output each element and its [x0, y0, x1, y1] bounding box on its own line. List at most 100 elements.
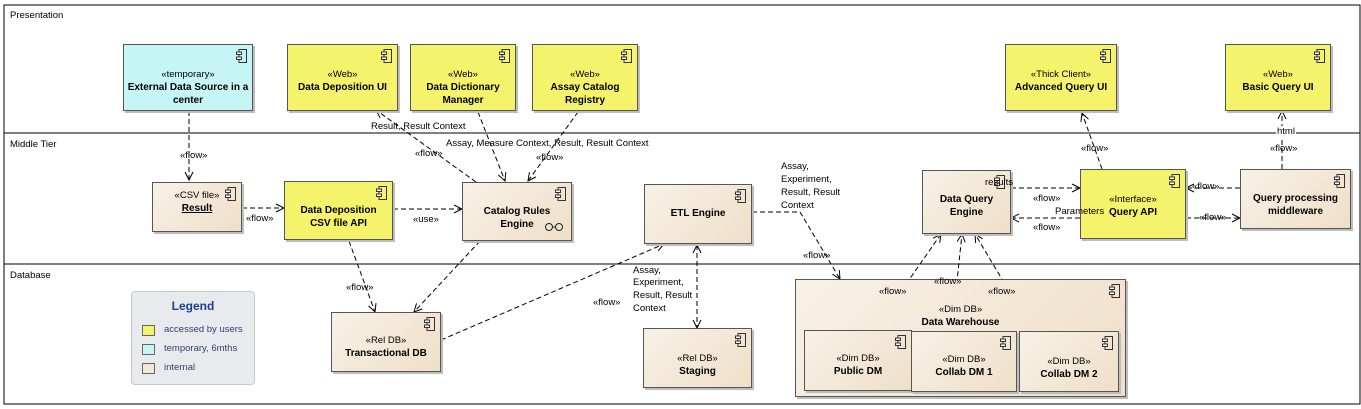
component-icon: [994, 175, 1005, 189]
component-icon: [1109, 284, 1120, 298]
label-assay-measure-context: Assay, Measure Context, Result, Result C…: [446, 138, 649, 149]
component-query-processing-middleware[interactable]: Query processing middleware: [1240, 169, 1351, 229]
stereotype: «Thick Client»: [1030, 69, 1092, 80]
component-name: External Data Source in a center: [127, 82, 249, 106]
label-flow-dq-api: «flow»: [1033, 193, 1061, 204]
stereotype: «Dim DB»: [942, 354, 986, 365]
component-name: Public DM: [833, 366, 883, 377]
stereotype: «Web»: [570, 69, 600, 80]
component-name: Basic Query UI: [1242, 82, 1314, 93]
component-icon: [424, 317, 435, 331]
ring-link-icon: [545, 223, 563, 231]
component-name: Staging: [679, 366, 716, 377]
component-icon: [555, 187, 566, 201]
label-flow-api-mw: «flow»: [1199, 212, 1227, 223]
component-public-dm[interactable]: «Dim DB» Public DM: [804, 330, 912, 391]
component-icon: [735, 189, 746, 203]
component-external-data-source[interactable]: «temporary» External Data Source in a ce…: [123, 44, 253, 111]
lane-label-middle-tier: Middle Tier: [10, 139, 57, 150]
label-flow-api-transdb: «flow»: [346, 282, 374, 293]
component-icon: [1334, 174, 1345, 188]
component-icon: [895, 335, 906, 349]
component-etl-engine[interactable]: ETL Engine: [644, 184, 752, 244]
legend-swatch-users: [142, 325, 155, 336]
legend-label-temporary: temporary, 6mths: [164, 343, 238, 354]
component-catalog-rules-engine[interactable]: Catalog Rules Engine: [462, 182, 572, 241]
label-flow-api-advui: «flow»: [1081, 143, 1109, 154]
lane-label-database: Database: [10, 270, 51, 281]
label-etl-in-3: Result, Result: [633, 290, 693, 301]
legend-title: Legend: [171, 299, 215, 313]
label-etl-in-1: Assay,: [633, 265, 661, 276]
component-icon: [236, 49, 247, 63]
label-flow-public-dq: «flow»: [879, 286, 907, 297]
stereotype: «Web»: [327, 69, 358, 80]
component-collab-dm-2[interactable]: «Dim DB» Collab DM 2: [1019, 331, 1119, 392]
swimlane-border: [3, 4, 1361, 405]
label-flow-mw-basicui: «flow»: [1270, 143, 1298, 154]
component-data-deposition-ui[interactable]: «Web» Data Deposition UI: [287, 44, 398, 111]
legend: Legend accessed by users temporary, 6mth…: [131, 291, 255, 385]
label-etl-in-4: Context: [633, 303, 666, 314]
legend-label-internal: internal: [164, 362, 196, 373]
component-transactional-db[interactable]: «Rel DB» Transactional DB: [331, 312, 441, 372]
component-name: Result: [181, 203, 213, 214]
stereotype: «Web»: [448, 69, 478, 80]
flow-etl-to-warehouse: [752, 211, 840, 279]
component-data-query-engine[interactable]: Data Query Engine: [922, 170, 1011, 234]
component-name: Advanced Query UI: [1014, 82, 1108, 93]
component-name: Data Deposition UI: [298, 82, 387, 93]
label-flow-csv-api: «flow»: [246, 213, 274, 224]
component-assay-catalog-registry[interactable]: «Web» Assay Catalog Registry: [532, 44, 638, 111]
label-flow-mw-api: «flow»: [1192, 181, 1220, 192]
label-etl-out-3: Result, Result: [781, 187, 841, 198]
component-icon: [735, 333, 746, 347]
label-flow-api-dq: «flow»: [1033, 222, 1061, 233]
legend-swatch-internal: [142, 363, 155, 374]
component-name: Transactional DB: [345, 348, 427, 359]
component-data-dictionary-manager[interactable]: «Web» Data Dictionary Manager: [410, 44, 516, 111]
component-icon: [1314, 49, 1325, 63]
stereotype: «temporary»: [161, 69, 215, 80]
component-collab-dm-1[interactable]: «Dim DB» Collab DM 1: [911, 331, 1017, 392]
component-basic-query-ui[interactable]: «Web» Basic Query UI: [1225, 44, 1331, 111]
stereotype: «Interface»: [1109, 194, 1157, 205]
flow-dict-to-rules: [477, 111, 505, 181]
flow-api-to-advui: [1082, 113, 1103, 170]
label-etl-out-1: Assay,: [781, 161, 809, 172]
label-flow-rules-depui: «flow»: [415, 148, 443, 159]
component-staging[interactable]: «Rel DB» Staging: [643, 328, 752, 388]
flow-rules-to-depui: [376, 110, 477, 183]
component-name: Query API: [1109, 207, 1157, 218]
stereotype: «Dim DB»: [836, 353, 880, 364]
component-icon: [381, 49, 392, 63]
flow-assay-to-rules: [528, 111, 579, 181]
component-query-api[interactable]: «Interface» Query API: [1080, 169, 1186, 239]
component-icon: [1100, 49, 1111, 63]
stereotype: «Rel DB»: [365, 335, 407, 346]
label-use: «use»: [413, 214, 439, 225]
component-icon: [225, 187, 236, 201]
component-advanced-query-ui[interactable]: «Thick Client» Advanced Query UI: [1005, 44, 1117, 111]
component-icon: [1169, 174, 1180, 188]
legend-label-users: accessed by users: [164, 324, 243, 335]
stereotype: «Dim DB»: [938, 304, 983, 315]
component-name: ETL Engine: [670, 208, 726, 219]
stereotype: «Dim DB»: [1047, 356, 1091, 367]
stereotype: «Web»: [1263, 69, 1293, 80]
component-csv-result[interactable]: «CSV file» Result: [152, 182, 242, 232]
component-name: Data Warehouse: [921, 317, 1000, 328]
component-name: Data Deposition CSV file API: [300, 205, 377, 229]
component-icon: [621, 49, 632, 63]
label-etl-out-4: Context: [781, 200, 814, 211]
component-name: Data Dictionary Manager: [426, 82, 500, 106]
component-name: Data Query Engine: [939, 194, 994, 218]
legend-swatch-temporary: [142, 344, 155, 355]
label-html: html: [1276, 126, 1296, 138]
label-results: results: [985, 177, 1013, 188]
component-data-deposition-csv-api[interactable]: Data Deposition CSV file API: [284, 181, 393, 240]
label-flow-etl-warehouse: «flow»: [803, 250, 831, 261]
component-name: Catalog Rules Engine: [483, 206, 551, 230]
stereotype: «CSV file»: [174, 190, 220, 201]
label-etl-in-2: Experiment,: [633, 277, 684, 288]
